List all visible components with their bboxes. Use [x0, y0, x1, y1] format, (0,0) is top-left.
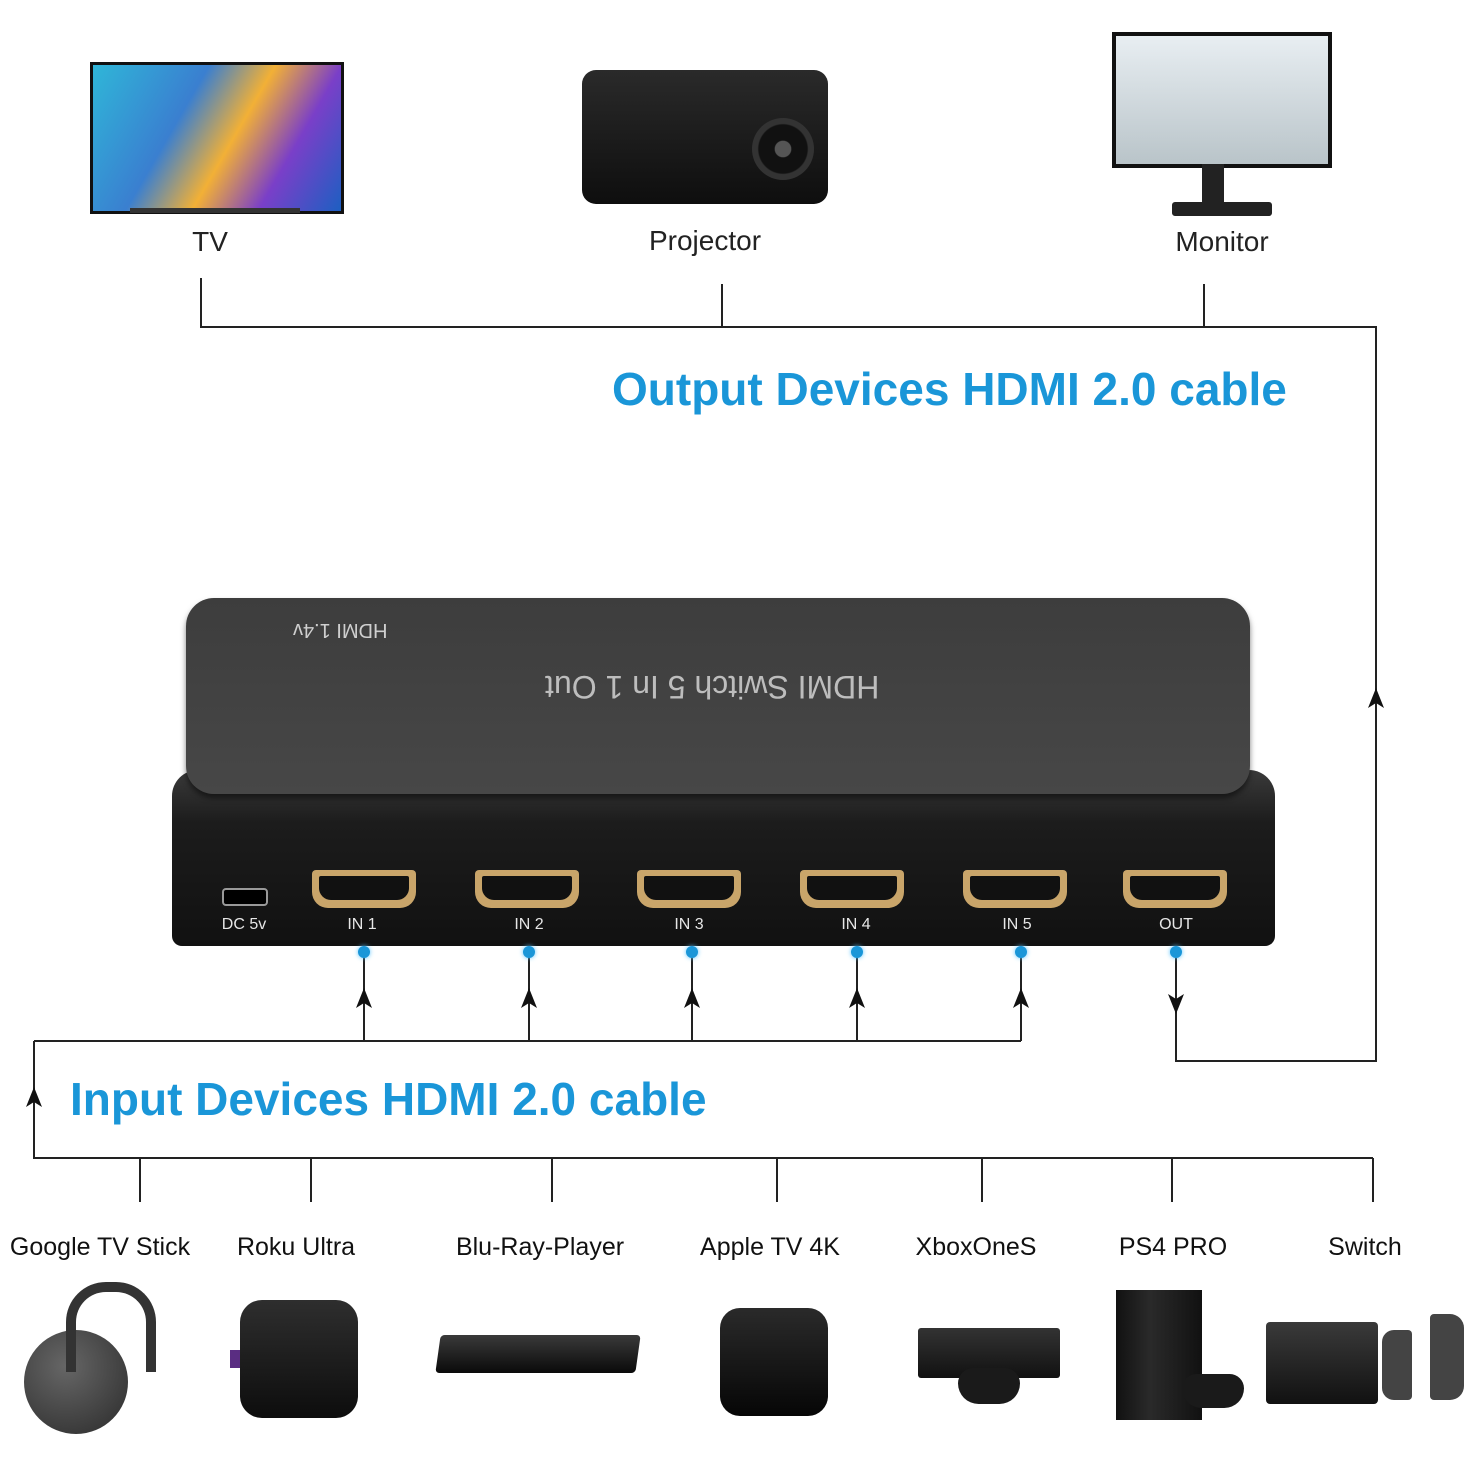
hdmi-port-in5[interactable] — [963, 870, 1067, 908]
switch-model-text: HDMI Switch 5 In 1 Out — [545, 669, 880, 705]
input-title: Input Devices HDMI 2.0 cable — [70, 1073, 707, 1125]
output-drops — [721, 284, 1205, 327]
hdmi-port-in1[interactable] — [312, 870, 416, 908]
arrow-up-icon — [1013, 988, 1029, 1008]
port-label: IN 5 — [1002, 916, 1032, 933]
output-device-label: Projector — [648, 225, 762, 256]
hdmi-port-in4[interactable] — [800, 870, 904, 908]
connection-dot — [358, 946, 370, 958]
connection-dot — [1170, 946, 1182, 958]
arrow-down-icon — [1168, 994, 1184, 1014]
hdmi-port-out[interactable] — [1123, 870, 1227, 908]
input-device-label: Apple TV 4K — [700, 1233, 840, 1261]
output-device-label: TV — [192, 226, 228, 257]
monitor-icon — [1112, 32, 1332, 168]
port-label: IN 4 — [841, 916, 871, 933]
nintendo-switch-icon — [1266, 1322, 1378, 1404]
hdmi-port-in3[interactable] — [637, 870, 741, 908]
arrow-up-icon — [849, 988, 865, 1008]
input-device-label: Blu-Ray-Player — [455, 1233, 625, 1261]
input-drops — [139, 1158, 1374, 1202]
input-device-label: Google TV Stick — [9, 1233, 191, 1261]
roku-icon — [240, 1300, 358, 1418]
connection-dot — [523, 946, 535, 958]
arrow-up-icon — [26, 1087, 42, 1107]
hdmi-switch-body — [172, 770, 1275, 946]
input-device-label: PS4 PRO — [1118, 1233, 1228, 1261]
switch-version-text: HDMI 1.4v — [293, 619, 388, 641]
arrow-up-icon — [521, 988, 537, 1008]
port-label: IN 2 — [514, 916, 544, 933]
tv-icon — [90, 62, 344, 214]
port-label: IN 1 — [347, 916, 377, 933]
hdmi-switch-lid — [186, 598, 1250, 794]
arrow-up-icon — [684, 988, 700, 1008]
bluray-player-icon — [435, 1335, 641, 1373]
hdmi-port-in2[interactable] — [475, 870, 579, 908]
port-label: IN 3 — [674, 916, 704, 933]
connection-dot — [686, 946, 698, 958]
input-device-label: Roku Ultra — [236, 1233, 356, 1261]
output-device-label: Monitor — [1175, 226, 1269, 257]
input-device-label: Switch — [1328, 1233, 1402, 1261]
connection-dot — [1015, 946, 1027, 958]
dc-power-port[interactable] — [222, 888, 268, 906]
arrow-up-icon — [356, 988, 372, 1008]
port-label: DC 5v — [221, 916, 267, 933]
apple-tv-icon — [720, 1308, 828, 1416]
output-title: Output Devices HDMI 2.0 cable — [612, 363, 1287, 415]
input-device-label: XboxOneS — [915, 1233, 1037, 1261]
input-line — [33, 952, 1373, 1159]
port-label: OUT — [1159, 916, 1193, 933]
arrow-up-icon — [1368, 688, 1384, 708]
connection-dot — [851, 946, 863, 958]
